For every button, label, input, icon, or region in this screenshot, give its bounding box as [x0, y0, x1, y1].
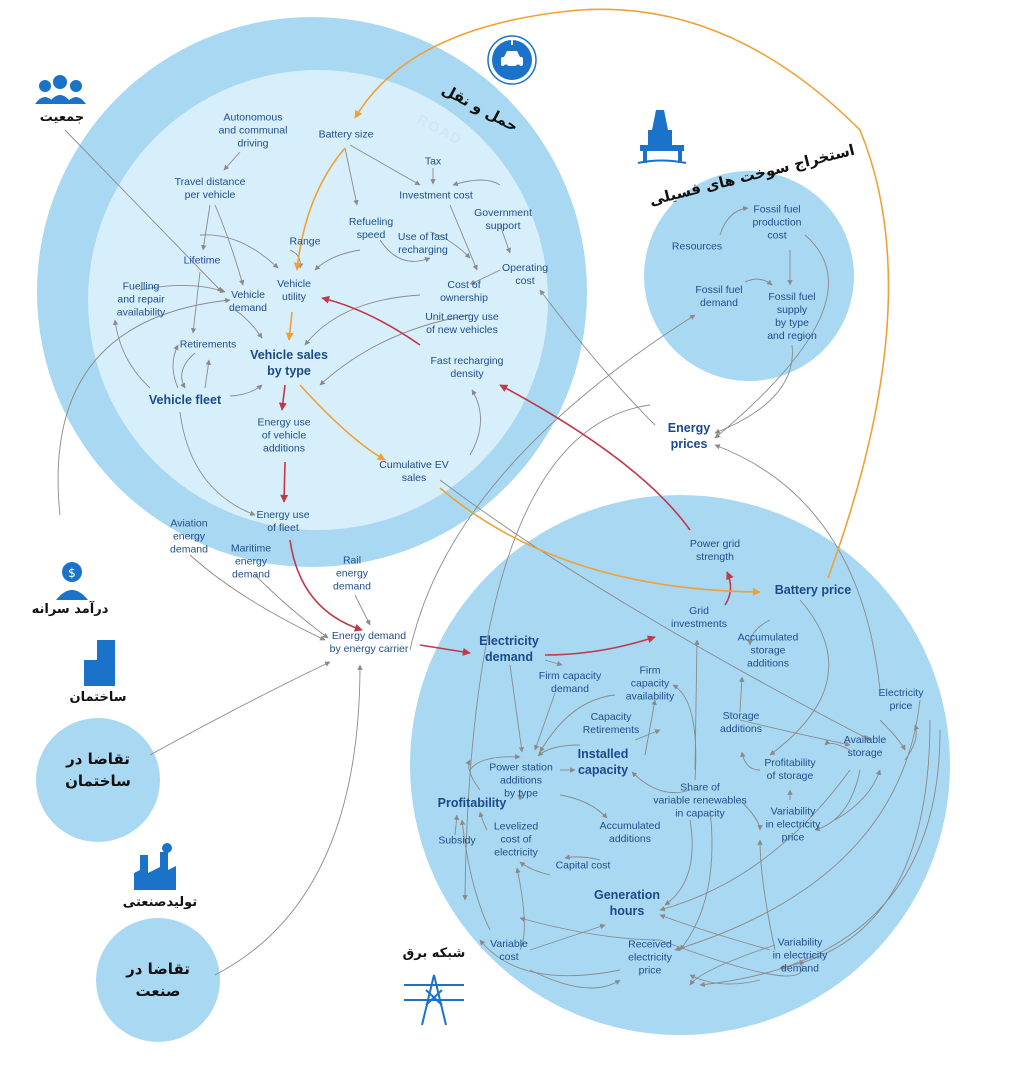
label-income: درآمد سرانه — [31, 602, 109, 617]
building-icon — [84, 640, 115, 686]
node-vehicle-fleet: Vehicle fleet — [148, 393, 222, 407]
node-capacity-retirements: Capacity Retirements — [582, 711, 640, 736]
fossil-circle — [644, 171, 854, 381]
power-grid-circle — [410, 495, 950, 1035]
node-unit-energy-use: Unit energy use of new vehicles — [425, 311, 499, 336]
node-rail: Rail energy demand — [333, 554, 371, 593]
node-battery-price: Battery price — [774, 583, 852, 597]
node-resources: Resources — [671, 240, 723, 253]
node-cost-of-ownership: Cost of ownership — [440, 279, 488, 304]
node-received-price: Received electricity price — [628, 938, 672, 977]
node-refueling-speed: Refueling speed — [348, 216, 394, 241]
node-use-of-fast-recharging: Use of fast recharging — [397, 231, 449, 256]
label-population: جمعیت — [39, 110, 85, 125]
node-fast-recharging-density: Fast recharging density — [430, 355, 504, 380]
node-energy-use-fleet: Energy use of fleet — [256, 509, 310, 534]
node-maritime: Maritime energy demand — [230, 542, 272, 581]
node-electricity-price: Electricity price — [878, 687, 924, 712]
node-electricity-demand: Electricity demand — [479, 634, 539, 664]
node-firm-capacity-availability: Firm capacity availability — [625, 664, 675, 703]
label-industry-demand: تقاضا در صنعت — [126, 960, 190, 1000]
money-person-icon: $ — [56, 562, 88, 600]
node-vehicle-utility: Vehicle utility — [277, 278, 311, 303]
node-capital-cost: Capital cost — [555, 859, 611, 872]
node-available-storage: Available storage — [843, 734, 887, 759]
node-autonomous-driving: Autonomous and communal driving — [218, 111, 288, 150]
oil-rig-icon — [637, 110, 687, 164]
orange-links — [285, 8, 890, 596]
node-aviation: Aviation energy demand — [170, 517, 208, 556]
red-links — [278, 295, 734, 656]
node-storage-additions: Storage additions — [719, 710, 763, 735]
node-accumulated-storage: Accumulated storage additions — [737, 631, 799, 670]
label-grid: شبکه برق — [402, 946, 466, 961]
node-firm-capacity-demand: Firm capacity demand — [538, 670, 602, 695]
node-tax: Tax — [424, 155, 442, 168]
node-accumulated-additions: Accumulated additions — [599, 820, 661, 845]
industry-demand-circle — [96, 918, 220, 1042]
node-battery-size: Battery size — [318, 128, 374, 141]
node-power-grid-strength: Power grid strength — [689, 538, 741, 563]
gray-links — [57, 129, 941, 989]
node-energy-demand-carrier: Energy demand by energy carrier — [329, 630, 409, 655]
node-levelized-cost: Levelized cost of electricity — [493, 820, 539, 859]
factory-icon — [134, 843, 176, 890]
node-vehicle-demand: Vehicle demand — [229, 289, 267, 314]
node-ff-supply: Fossil fuel supply by type and region — [767, 291, 817, 342]
node-installed-capacity: Installed capacity — [577, 747, 629, 777]
node-power-station-additions: Power station additions by type — [489, 761, 553, 800]
node-retirements: Retirements — [179, 338, 237, 351]
svg-text:$: $ — [68, 566, 76, 580]
node-grid-investments: Grid investments — [670, 605, 728, 630]
building-demand-circle — [36, 718, 160, 842]
people-icon — [35, 75, 86, 104]
node-vehicle-sales: Vehicle sales by type — [250, 348, 328, 378]
node-government-support: Government support — [474, 207, 532, 232]
node-energy-prices: Energy prices — [667, 421, 711, 451]
node-lifetime: Lifetime — [183, 254, 221, 267]
label-industry: تولیدصنعتی — [122, 895, 198, 910]
node-generation-hours: Generation hours — [594, 888, 660, 918]
node-profitability: Profitability — [437, 796, 507, 810]
node-variable-cost: Variable cost — [490, 938, 528, 963]
node-share-variable-renewables: Share of variable renewables in capacity — [653, 781, 747, 820]
node-variability-price: Variability in electricity price — [765, 805, 821, 844]
node-profitability-storage: Profitability of storage — [764, 757, 816, 782]
node-travel-distance: Travel distance per vehicle — [174, 176, 246, 201]
car-plug-icon — [487, 35, 537, 85]
power-tower-icon — [404, 974, 464, 1026]
node-ff-demand: Fossil fuel demand — [695, 284, 743, 309]
node-cumulative-ev-sales: Cumulative EV sales — [379, 459, 449, 484]
node-investment-cost: Investment cost — [399, 189, 473, 202]
node-ff-production-cost: Fossil fuel production cost — [752, 203, 802, 242]
node-fuelling-repair: Fuelling and repair availability — [116, 280, 166, 319]
node-operating-cost: Operating cost — [501, 262, 549, 287]
node-variability-demand: Variability in electricity demand — [772, 936, 828, 975]
label-building-demand: تقاضا در ساختمان — [65, 750, 131, 790]
node-subsidy: Subsidy — [438, 834, 476, 847]
node-energy-use-additions: Energy use of vehicle additions — [257, 416, 311, 455]
node-range: Range — [289, 235, 321, 248]
road-circle — [88, 70, 548, 530]
label-building: ساختمان — [69, 690, 127, 705]
